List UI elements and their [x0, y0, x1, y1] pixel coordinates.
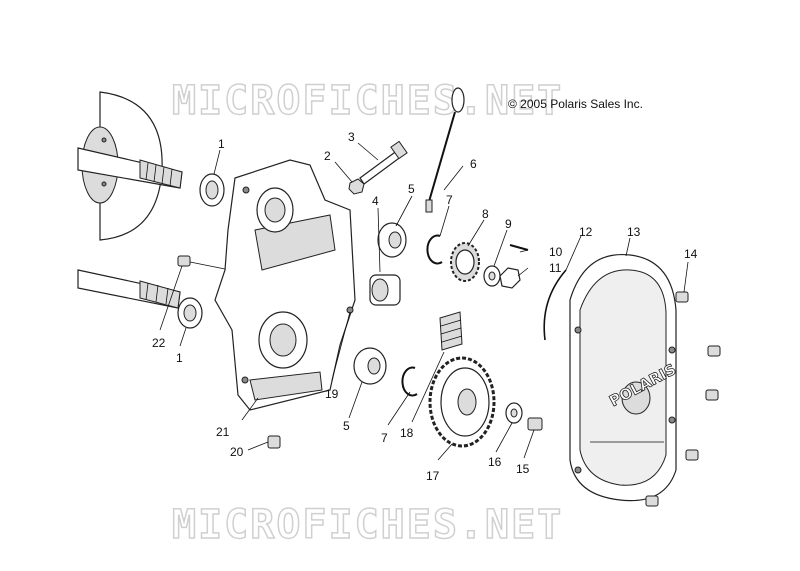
- washer-9: [483, 265, 501, 287]
- lower-snap-ring-7: [401, 366, 418, 397]
- tensioner-block-4: [369, 274, 401, 306]
- callouts: 1 2 3 4 5 6 7 8 9 10 11 12 13 14 15 16 1…: [152, 130, 698, 483]
- callout-15: 15: [516, 462, 530, 476]
- upper-oil-seal: [199, 173, 225, 207]
- lower-drive-shaft: [77, 269, 181, 309]
- copyright-notice: © 2005 Polaris Sales Inc.: [508, 97, 643, 111]
- upper-drive-shaft: [77, 147, 183, 189]
- upper-snap-ring-7: [426, 234, 443, 265]
- callout-19: 19: [325, 387, 339, 401]
- nut-2: [348, 178, 365, 195]
- callout-21: 21: [216, 425, 230, 439]
- callout-14: 14: [684, 247, 698, 261]
- callout-7-upper: 7: [446, 193, 453, 207]
- callout-7-lower: 7: [381, 431, 388, 445]
- drain-plug-20: [267, 435, 281, 449]
- castle-nut-11: [499, 267, 521, 289]
- chaincase-cover-13: POLARIS: [569, 253, 680, 502]
- leader-lines: [159, 142, 689, 461]
- callout-10: 10: [549, 245, 563, 259]
- callout-20: 20: [230, 445, 244, 459]
- callout-18: 18: [400, 426, 414, 440]
- cover-bolts-14: [645, 291, 721, 507]
- washer-16: [505, 402, 523, 424]
- callout-4: 4: [372, 194, 379, 208]
- callout-5-lower: 5: [343, 419, 350, 433]
- watermark-top: MICROFICHES.NET: [171, 77, 564, 125]
- callout-2: 2: [324, 149, 331, 163]
- callout-8: 8: [482, 207, 489, 221]
- bolt-15: [527, 417, 543, 431]
- callout-1-upper: 1: [218, 137, 225, 151]
- dipstick-6: [425, 87, 465, 213]
- lower-oil-seal: [177, 297, 203, 329]
- callout-16: 16: [488, 455, 502, 469]
- lower-bearing-5: [353, 347, 387, 385]
- watermark-bottom: MICROFICHES.NET: [171, 501, 564, 549]
- callout-5-upper: 5: [408, 182, 415, 196]
- callout-11: 11: [549, 261, 562, 275]
- callout-13: 13: [627, 225, 641, 239]
- bottom-gear-17: [428, 356, 496, 448]
- cotter-pin-10: [509, 244, 529, 251]
- callout-3: 3: [348, 130, 355, 144]
- callout-22: 22: [152, 336, 166, 350]
- callout-6: 6: [470, 157, 477, 171]
- bolt-22: [177, 255, 231, 271]
- cover-seal-12: [543, 269, 567, 341]
- top-sprocket-8: [450, 242, 480, 282]
- drive-chain-18: [439, 311, 463, 351]
- callout-12: 12: [579, 225, 593, 239]
- bolt-3: [359, 140, 408, 185]
- callout-9: 9: [505, 217, 512, 231]
- callout-1-lower: 1: [176, 351, 183, 365]
- upper-bearing-5: [377, 222, 407, 258]
- chaincase-housing: [214, 159, 356, 411]
- callout-17: 17: [426, 469, 440, 483]
